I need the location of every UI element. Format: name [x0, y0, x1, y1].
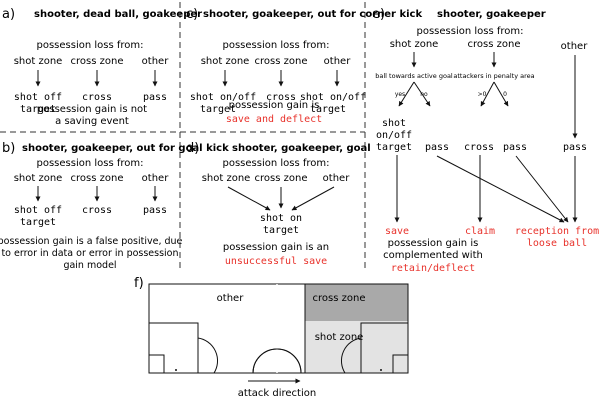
panel-a-note-line1: possession gain is not — [37, 104, 147, 115]
panel-e-title: shooter, goakeeper — [437, 9, 546, 20]
panel-a-outcome-target: target — [20, 104, 56, 115]
panel-c-source-cross-zone: cross zone — [255, 56, 308, 67]
panel-a-label: a) — [2, 7, 15, 22]
panel-e-label: e) — [372, 7, 385, 22]
panel-e-source-shot-zone: shot zone — [390, 39, 439, 50]
panel-a: a) shooter, dead ball, goakeeper possess… — [2, 7, 202, 127]
panel-c-source-other: other — [324, 56, 352, 67]
panel-b-source-other: other — [142, 173, 170, 184]
panel-c-note: possession gain is — [229, 100, 320, 111]
panel-f-label: f) — [134, 276, 144, 291]
panel-a-note-line2: a saving event — [55, 116, 129, 127]
arrow — [413, 81, 431, 107]
panel-e-highlight: retain/deflect — [391, 263, 475, 274]
panel-e: e) shooter, goakeeper possession loss fr… — [372, 7, 599, 274]
panel-d-outcome-target: target — [263, 225, 299, 236]
panel-d-label: d) — [186, 141, 199, 156]
panel-e-branch-yes: yes — [395, 91, 405, 98]
panel-b-note-line1: possession gain is a false positive, due — [0, 236, 183, 247]
panel-d-title: shooter, goakeeper, goal — [232, 143, 371, 154]
arrow — [398, 81, 415, 107]
panel-c-label: c) — [186, 7, 198, 22]
panel-e-subtitle: possession loss from: — [416, 26, 523, 37]
pitch-zone-other: other — [217, 293, 245, 304]
panel-c: c) shooter, goakeeper, out for corner ki… — [186, 7, 422, 125]
panel-e-condition-ball-towards-goal: ball towards active goal — [375, 72, 453, 80]
panel-d-outcome-shot-on: shot on — [260, 213, 302, 224]
panel-c-outcome-target-2: target — [310, 104, 346, 115]
panel-a-source-shot-zone: shot zone — [14, 56, 63, 67]
panel-b-subtitle: possession loss from: — [36, 158, 143, 169]
arrow — [493, 81, 509, 107]
panel-a-title: shooter, dead ball, goakeeper — [34, 9, 202, 20]
cross-zone-area — [305, 284, 408, 321]
panel-b-outcome-shot-off: shot off — [14, 205, 62, 216]
panel-b-outcome-cross: cross — [82, 205, 112, 216]
panel-f: f) other cross zone shot zone atta — [134, 276, 409, 399]
panel-c-highlight: save and deflect — [226, 114, 322, 125]
panel-e-source-other: other — [561, 41, 589, 52]
panel-e-branch-zero: 0 — [503, 91, 507, 98]
panel-e-branch-no: no — [420, 91, 428, 98]
arrow — [480, 81, 495, 107]
panel-d-source-cross-zone: cross zone — [255, 173, 308, 184]
panel-c-outcome-shot-on-off: shot on/off — [190, 92, 256, 103]
panel-b-note-line3: gain model — [63, 260, 116, 271]
panel-d-subtitle: possession loss from: — [222, 158, 329, 169]
panel-a-outcome-pass: pass — [143, 92, 167, 103]
panel-b-outcome-target: target — [20, 217, 56, 228]
panel-e-outcome-shot: shot — [382, 118, 406, 129]
panel-b-source-cross-zone: cross zone — [71, 173, 124, 184]
panel-c-outcome-shot-on-off-2: shot on/off — [300, 92, 366, 103]
panel-separators — [0, 2, 366, 268]
panel-e-outcome-pass-3: pass — [563, 142, 587, 153]
panel-a-outcome-shot-off: shot off — [14, 92, 62, 103]
panel-c-source-shot-zone: shot zone — [201, 56, 250, 67]
panel-e-outcome-target: target — [376, 142, 412, 153]
panel-e-branch-gt0: >0 — [478, 91, 487, 98]
panel-e-result-claim: claim — [465, 226, 495, 237]
panel-a-outcome-cross: cross — [82, 92, 112, 103]
panel-e-note-line2: complemented with — [383, 250, 483, 261]
arrow — [515, 155, 569, 223]
pitch-zone-cross: cross zone — [313, 293, 366, 304]
panel-d: d) shooter, goakeeper, goal possession l… — [186, 141, 371, 267]
panel-e-condition-attackers-in-area: attackers in penalty area — [453, 72, 534, 80]
panel-b-label: b) — [2, 141, 15, 156]
panel-e-outcome-pass-2: pass — [503, 142, 527, 153]
panel-e-outcome-on-off: on/off — [376, 130, 412, 141]
panel-c-subtitle: possession loss from: — [222, 40, 329, 51]
panel-e-note-line1: possession gain is — [388, 238, 479, 249]
arrow — [291, 186, 335, 211]
panel-b-title: shooter, goakeeper, out for goal kick — [22, 143, 229, 154]
panel-b-outcome-pass: pass — [143, 205, 167, 216]
panel-e-result-reception-from: reception from — [515, 226, 599, 237]
panel-b-note-line2: to error in data or error in possession — [1, 248, 178, 259]
panel-a-source-other: other — [142, 56, 170, 67]
panel-d-source-other: other — [323, 173, 351, 184]
panel-e-result-save: save — [385, 226, 409, 237]
panel-a-source-cross-zone: cross zone — [71, 56, 124, 67]
attack-direction-caption: attack direction — [238, 388, 316, 399]
panel-c-outcome-cross: cross — [266, 92, 296, 103]
shot-zone-area — [305, 321, 408, 373]
arrow — [436, 155, 565, 223]
panel-d-source-shot-zone: shot zone — [202, 173, 251, 184]
panel-e-outcome-pass-1: pass — [425, 142, 449, 153]
panel-a-subtitle: possession loss from: — [36, 40, 143, 51]
panel-e-outcome-cross: cross — [464, 142, 494, 153]
panel-d-highlight: unsuccessful save — [225, 256, 327, 267]
panel-b: b) shooter, goakeeper, out for goal kick… — [0, 141, 229, 271]
pitch-zone-shot: shot zone — [315, 332, 364, 343]
panel-e-result-loose-ball: loose ball — [527, 238, 587, 249]
panel-c-title: shooter, goakeeper, out for corner kick — [203, 9, 422, 20]
panel-d-note: possession gain is an — [223, 242, 329, 253]
panel-b-source-shot-zone: shot zone — [14, 173, 63, 184]
arrow — [227, 186, 271, 211]
panel-c-outcome-target: target — [200, 104, 236, 115]
panel-e-source-cross-zone: cross zone — [468, 39, 521, 50]
